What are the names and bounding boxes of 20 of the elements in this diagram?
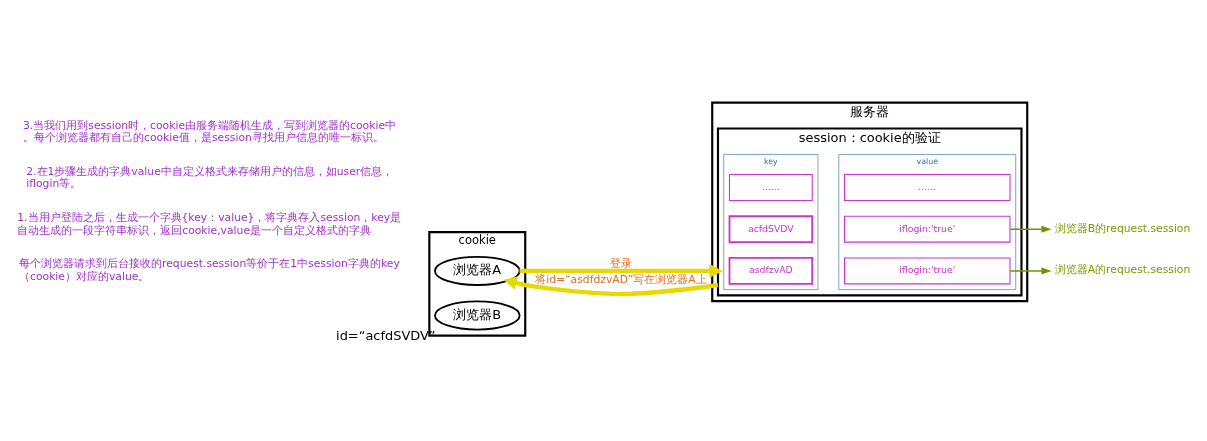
node-box: acfdSVDV: [728, 215, 814, 244]
arrow: [1009, 267, 1052, 275]
node-box: iflogin:'true': [844, 215, 1011, 243]
node-box: asdfzvAD: [728, 257, 814, 285]
node-box: ......: [844, 174, 1011, 201]
node-box: ......: [728, 174, 813, 201]
label: 3.当我们用到session时，cookie由服务端随机生成，写到浏览器的cookie中。每个浏览器都有自己的cookie值，是session寻找用户信息的唯一标识。: [23, 119, 397, 145]
node-text: 浏览器A的request.session: [1054, 263, 1191, 277]
label: 1.当用户登陆之后，生成一个字典{key：value}，将字典存入session，key是自动生成的一段字符串标识，返回cookie,value是一个自定义格式的字典: [17, 211, 402, 237]
node-box: iflogin:'true': [844, 257, 1011, 285]
arrow: [503, 276, 719, 297]
edge-label: 将id=“asdfdzvAD”写在浏览器A上: [535, 273, 707, 287]
arrow: [519, 263, 723, 278]
node-ellipse: 浏览器B: [434, 300, 521, 331]
edge-label: 登录: [609, 257, 632, 271]
label: 2.在1步骤生成的字典value中自定义格式来存储用户的信息，如user信息，iflogin等。: [26, 165, 394, 191]
node-text: 浏览器B的request.session: [1054, 221, 1191, 235]
arrow: [1009, 225, 1052, 233]
label: 每个浏览器请求到后台接收的request.session等价于在1中session字典的key（cookie）对应的value。: [19, 257, 400, 283]
node-ellipse: 浏览器A: [434, 255, 521, 286]
